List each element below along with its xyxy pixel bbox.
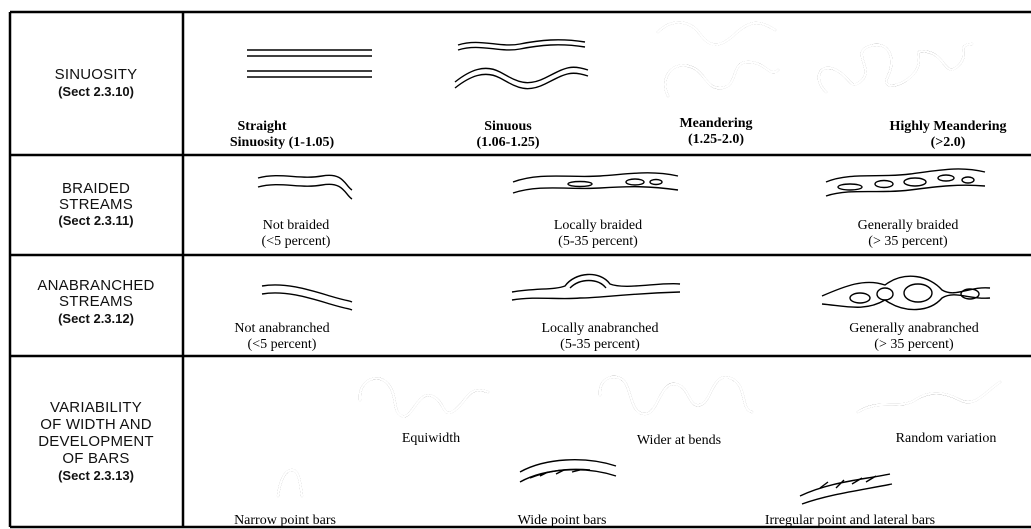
caption-sub: (1.06-1.25) (477, 135, 540, 150)
sketch-locally-braided (513, 173, 678, 193)
row-section: (Sect 2.3.11) (58, 213, 133, 228)
sketch-generally-anabranched (822, 276, 990, 309)
caption-sub: (<5 percent) (248, 337, 317, 352)
caption-sub: Sinuosity (1-1.05) (230, 135, 335, 150)
caption-irregular-bars: Irregular point and lateral bars (765, 513, 935, 528)
row-title: DEVELOPMENT (38, 433, 154, 450)
caption-locally-braided: Locally braided (5-35 percent) (554, 218, 642, 249)
table-grid (10, 12, 1031, 527)
sketch-generally-braided (826, 169, 985, 196)
caption-highly-meandering: Highly Meandering (>2.0) (889, 119, 1006, 150)
sketch-irregular-bars (800, 474, 892, 504)
sketch-random-variation (858, 382, 1000, 412)
sketch-highly-meandering (819, 44, 972, 92)
caption-label: Sinuous (484, 119, 532, 134)
row-header-anabranched: ANABRANCHED STREAMS (Sect 2.3.12) (37, 277, 154, 326)
row-header-sinuosity: SINUOSITY (Sect 2.3.10) (55, 66, 138, 99)
caption-straight: Straight Sinuosity (1-1.05) (230, 119, 335, 150)
sketch-wide-point-bars (520, 460, 616, 482)
row-section: (Sect 2.3.12) (58, 311, 134, 326)
caption-label: Locally braided (554, 218, 642, 233)
sketch-narrow-point-bars (278, 470, 302, 496)
sketch-locally-anabranched (512, 274, 680, 300)
caption-equiwidth: Equiwidth (402, 431, 460, 446)
sketch-equiwidth (360, 378, 488, 416)
caption-sub: (>2.0) (931, 135, 966, 150)
caption-label: Not anabranched (234, 321, 329, 336)
row-header-variability: VARIABILITY OF WIDTH AND DEVELOPMENT OF … (38, 399, 154, 483)
row-title: STREAMS (59, 293, 133, 310)
row-title: BRAIDED (62, 180, 130, 197)
caption-label: Not braided (263, 218, 329, 233)
caption-locally-anabranched: Locally anabranched (5-35 percent) (542, 321, 659, 352)
caption-generally-braided: Generally braided (> 35 percent) (858, 218, 959, 249)
row-section: (Sect 2.3.13) (58, 468, 134, 483)
caption-narrow-point-bars: Narrow point bars (234, 513, 336, 528)
caption-label: Generally anabranched (849, 321, 978, 336)
sketch-wider-at-bends (600, 377, 752, 414)
sketch-not-braided (258, 175, 352, 199)
row-section: (Sect 2.3.10) (58, 84, 134, 99)
row-title: OF WIDTH AND (40, 416, 152, 433)
caption-sub: (> 35 percent) (868, 234, 948, 249)
caption-label: Meandering (679, 116, 752, 131)
caption-random-variation: Random variation (896, 431, 997, 446)
caption-sinuous: Sinuous (1.06-1.25) (477, 119, 540, 150)
sketch-sinuous (455, 40, 588, 89)
caption-sub: (5-35 percent) (558, 234, 638, 249)
row-title: SINUOSITY (55, 66, 138, 83)
caption-sub: (1.25-2.0) (688, 132, 744, 147)
caption-label: Generally braided (858, 218, 959, 233)
caption-generally-anabranched: Generally anabranched (> 35 percent) (849, 321, 978, 352)
row-title: OF BARS (62, 450, 129, 467)
row-title: VARIABILITY (50, 399, 142, 416)
sketch-meandering (658, 22, 778, 96)
caption-not-anabranched: Not anabranched (<5 percent) (234, 321, 329, 352)
caption-wider-at-bends: Wider at bends (637, 433, 721, 448)
caption-not-braided: Not braided (<5 percent) (262, 218, 331, 249)
sketch-not-anabranched (262, 285, 352, 310)
caption-meandering: Meandering (1.25-2.0) (679, 116, 752, 147)
row-title: ANABRANCHED (37, 277, 154, 294)
caption-sub: (<5 percent) (262, 234, 331, 249)
caption-sub: (5-35 percent) (560, 337, 640, 352)
caption-wide-point-bars: Wide point bars (518, 513, 607, 528)
caption-label: Straight (238, 119, 287, 134)
row-title: STREAMS (59, 196, 133, 213)
row-header-braided: BRAIDED STREAMS (Sect 2.3.11) (58, 180, 133, 228)
caption-sub: (> 35 percent) (874, 337, 954, 352)
caption-label: Locally anabranched (542, 321, 659, 336)
sketch-straight (247, 50, 372, 77)
caption-label: Highly Meandering (889, 119, 1006, 134)
